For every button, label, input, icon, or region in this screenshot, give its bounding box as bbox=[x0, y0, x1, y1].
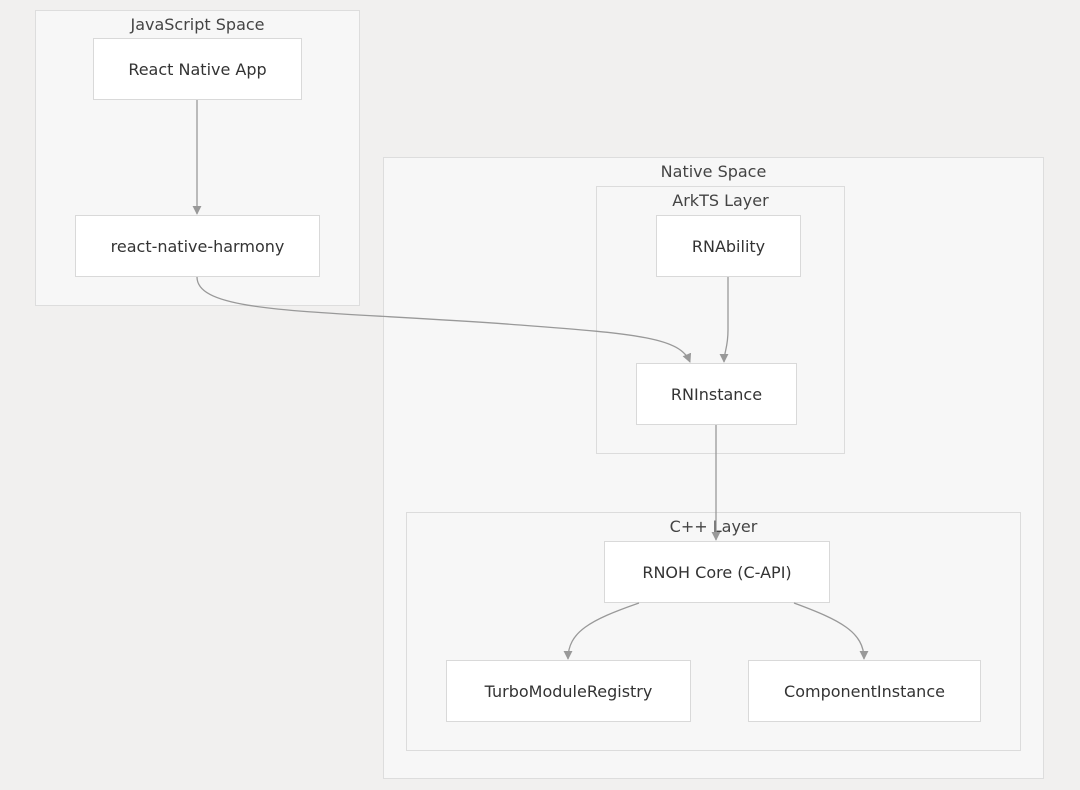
node-rninstance[interactable]: RNInstance bbox=[636, 363, 797, 425]
node-rnoh-core[interactable]: RNOH Core (C-API) bbox=[604, 541, 830, 603]
cluster-label-arkts-layer: ArkTS Layer bbox=[672, 191, 769, 210]
node-component-instance[interactable]: ComponentInstance bbox=[748, 660, 981, 722]
node-turbo-module-registry[interactable]: TurboModuleRegistry bbox=[446, 660, 691, 722]
cluster-label-cpp-layer: C++ Layer bbox=[669, 517, 758, 536]
node-react-native-harmony[interactable]: react-native-harmony bbox=[75, 215, 320, 277]
cluster-label-native-space: Native Space bbox=[660, 162, 767, 181]
node-rnability[interactable]: RNAbility bbox=[656, 215, 801, 277]
cluster-label-javascript-space: JavaScript Space bbox=[130, 15, 265, 34]
node-react-native-app[interactable]: React Native App bbox=[93, 38, 302, 100]
